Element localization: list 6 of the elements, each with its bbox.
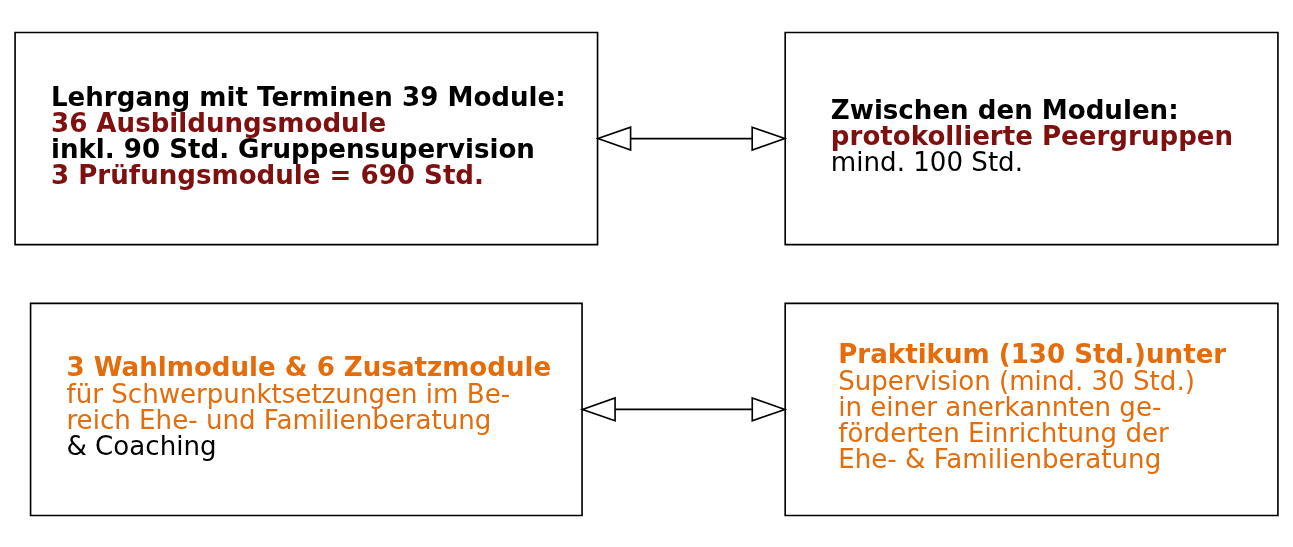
arrow xyxy=(595,125,788,151)
node-box: 3 Wahlmodule & 6 Zusatzmodule für Schwerpunktsetzungen im Be- reich Ehe- und Familienberatung & Coaching xyxy=(29,302,583,516)
node-box: Praktikum (130 Std.)unter Supervision (mind. 30 Std.) in einer anerkannten ge- förderten Einrichtung der Ehe- & Familienberatung xyxy=(784,302,1279,516)
node-box: Lehrgang mit Terminen 39 Module: 36 Ausbildungsmodule inkl. 90 Std. Gruppensupervision 3 Prüfungsmodule = 690 Std. xyxy=(14,31,599,245)
node-box: Zwischen den Modulen: protokollierte Peergruppen mind. 100 Std. xyxy=(784,31,1279,245)
arrow xyxy=(579,396,788,422)
